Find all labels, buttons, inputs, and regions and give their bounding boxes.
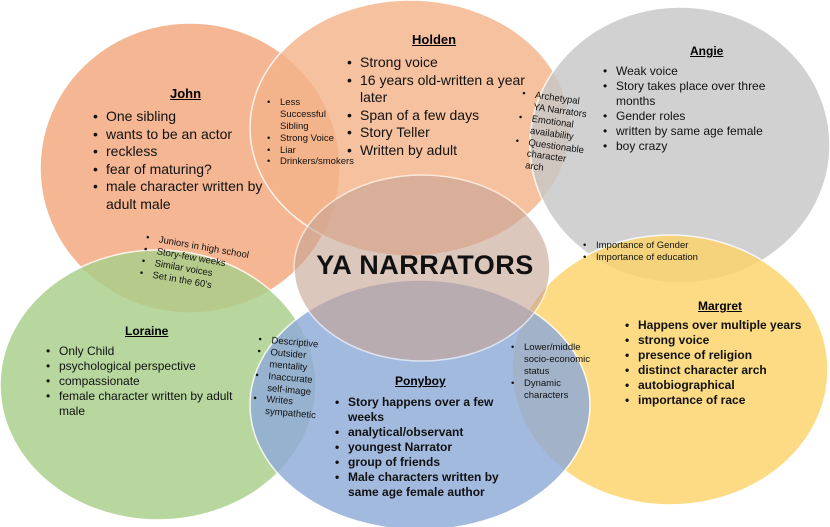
list-item: youngest Narrator [334,440,504,455]
list-item: fear of maturing? [92,161,270,179]
list-item: One sibling [92,108,270,126]
margret-title: Margret [698,299,743,313]
list-item: group of friends [334,455,504,470]
list-item: boy crazy [602,139,798,154]
loraine-list: Only Child psychological perspective com… [45,344,235,419]
list-item: Story Teller [346,124,526,142]
list-item: Dynamic characters [510,378,592,402]
angie-list: Weak voice Story takes place over three … [602,64,798,154]
list-item: autobiographical [624,378,820,393]
overlap-holden-angie: Archetypal YA Narrators Emotional availa… [510,88,589,180]
list-item: Drinkers/smokers [266,156,354,168]
list-item: importance of race [624,393,820,408]
circle-center [293,174,551,362]
list-item: Span of a few days [346,107,526,125]
list-item: Importance of Gender [582,240,732,252]
john-list: One sibling wants to be an actor reckles… [92,108,270,213]
list-item: Less Successful Sibling [266,97,338,133]
list-item: wants to be an actor [92,126,270,144]
list-item: 16 years old-written a year later [346,72,526,107]
loraine-title: Loraine [125,324,169,338]
margret-list: Happens over multiple years strong voice… [624,318,820,408]
list-item: analytical/observant [334,425,504,440]
list-item: Weak voice [602,64,798,79]
list-item: reckless [92,143,270,161]
list-item: written by same age female [602,124,798,139]
list-item: Lower/middle socio-economic status [510,342,592,378]
list-item: male character written by adult male [92,178,270,213]
overlap-ponyboy-margret: Lower/middle socio-economic status Dynam… [510,342,592,401]
list-item: Strong Voice [266,133,338,145]
ponyboy-title: Ponyboy [395,374,446,388]
overlap-loraine-ponyboy: Descriptive Outsider mentality Inaccurat… [251,334,330,423]
list-item: distinct character arch [624,363,820,378]
angie-title: Angie [690,44,724,58]
list-item: compassionate [45,374,235,389]
list-item: Story takes place over three months [602,79,798,109]
list-item: Happens over multiple years [624,318,820,333]
holden-title: Holden [412,32,457,47]
center-title: YA NARRATORS [316,250,534,280]
list-item: Male characters written by same age fema… [334,470,504,500]
list-item: psychological perspective [45,359,235,374]
list-item: Gender roles [602,109,798,124]
list-item: Written by adult [346,142,526,160]
overlap-john-holden: Less Successful Sibling Strong Voice Lia… [266,97,354,168]
john-title: John [170,86,202,101]
list-item: Liar [266,145,338,157]
list-item: female character written by adult male [45,389,235,419]
overlap-angie-margret: Importance of Gender Importance of educa… [582,240,732,264]
holden-list: Strong voice 16 years old-written a year… [346,54,526,159]
list-item: Importance of education [582,252,732,264]
list-item: Story happens over a few weeks [334,395,504,425]
list-item: strong voice [624,333,820,348]
list-item: presence of religion [624,348,820,363]
list-item: Only Child [45,344,235,359]
ponyboy-list: Story happens over a few weeks analytica… [334,395,504,500]
list-item: Strong voice [346,54,526,72]
